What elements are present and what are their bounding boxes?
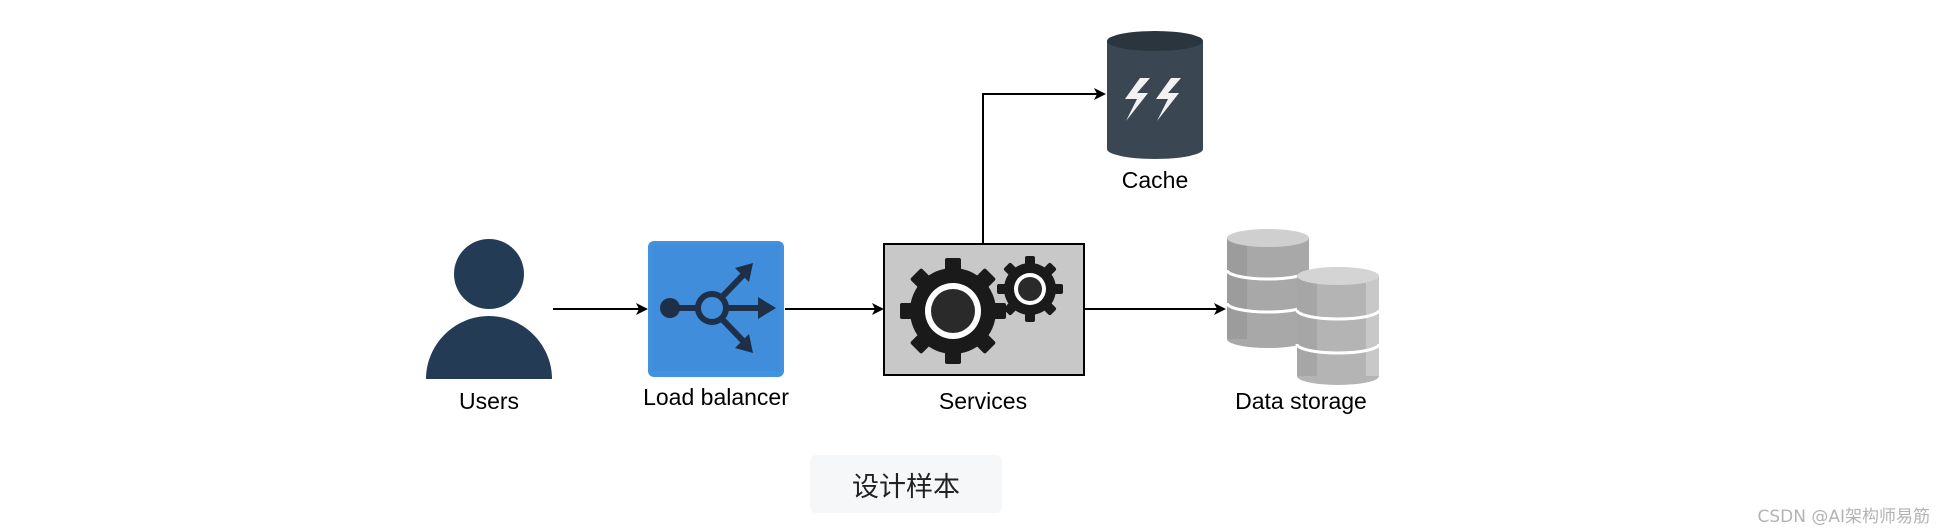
data-storage-label: Data storage [1235, 388, 1367, 414]
cache-label: Cache [1122, 167, 1188, 193]
gears-icon [900, 256, 1063, 364]
cache-lightning-icon [1107, 31, 1203, 159]
users-label: Users [459, 388, 519, 414]
load-balancer-icon [648, 241, 784, 377]
services-label: Services [939, 388, 1027, 414]
user-icon [426, 239, 552, 379]
data-storage-node[interactable]: Data storage [1225, 229, 1381, 414]
load-balancer-node[interactable]: Load balancer [643, 241, 789, 410]
users-node[interactable]: Users [426, 239, 552, 414]
services-node[interactable]: Services [883, 243, 1085, 414]
watermark-text: CSDN @AI架构师易筋 [1757, 507, 1930, 527]
edge-services-to-cache [982, 88, 1106, 243]
connector-edges [553, 88, 1226, 315]
load-balancer-label: Load balancer [643, 384, 789, 410]
cache-node[interactable]: Cache [1107, 31, 1203, 193]
database-stack-icon [1225, 229, 1381, 385]
caption-label: 设计样本 [810, 455, 1002, 513]
